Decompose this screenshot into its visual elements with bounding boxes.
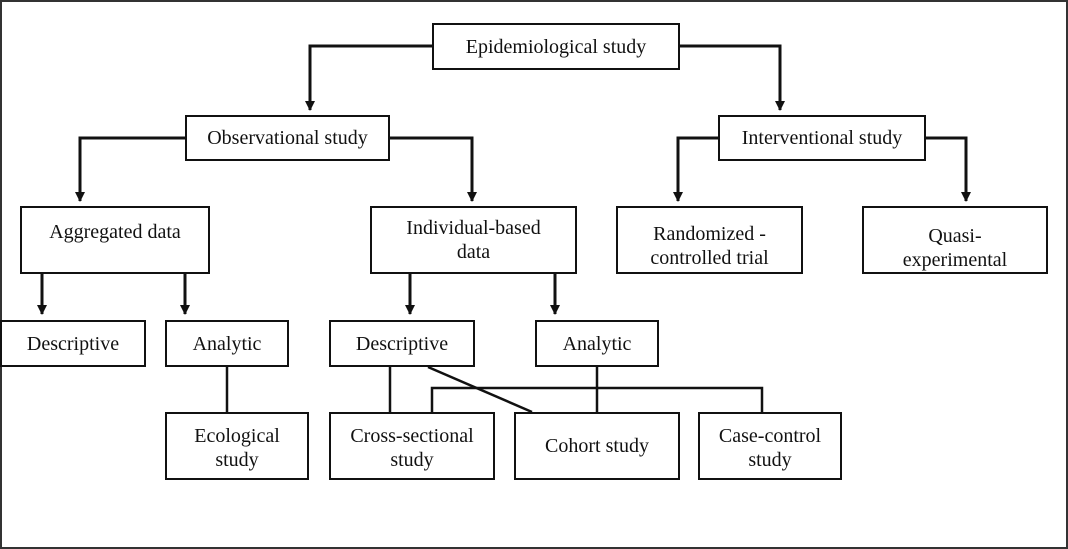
arrow-interventional-quasi (926, 136, 971, 202)
node-case-control-study: Case-control study (698, 412, 842, 480)
node-cohort-study: Cohort study (514, 412, 680, 480)
arrow-observational-individual (390, 136, 477, 202)
node-individual-descriptive: Descriptive (329, 320, 475, 367)
line-cross-casecontrol-bus (430, 386, 764, 412)
node-rct-label: Randomized - controlled trial (650, 223, 769, 269)
node-randomized-controlled-trial: Randomized - controlled trial (616, 206, 803, 274)
node-epidemiological-study: Epidemiological study (432, 23, 680, 70)
line-descriptive-cohort (427, 365, 533, 414)
arrow-root-observational (305, 44, 432, 111)
node-individual-based-data: Individual-based data (370, 206, 577, 274)
arrow-root-interventional (680, 44, 785, 111)
node-cross-sectional-study: Cross-sectional study (329, 412, 495, 480)
node-aggregated-analytic: Analytic (165, 320, 289, 367)
arrow-interventional-rct (673, 136, 718, 202)
node-observational-study: Observational study (185, 115, 390, 161)
node-quasi-experimental: Quasi- experimental (862, 206, 1048, 274)
node-ecological-label: Ecological study (194, 425, 280, 471)
node-aggregated-data: Aggregated data (20, 206, 210, 274)
node-interventional-study: Interventional study (718, 115, 926, 161)
node-aggregated-data-label: Aggregated data (49, 221, 181, 243)
node-cross-sectional-label: Cross-sectional study (350, 425, 474, 471)
node-aggregated-descriptive: Descriptive (0, 320, 146, 367)
node-individual-analytic: Analytic (535, 320, 659, 367)
arrow-observational-aggregated (75, 136, 185, 202)
node-case-control-label: Case-control study (718, 425, 822, 471)
node-quasi-label: Quasi- experimental (902, 225, 1008, 271)
node-ecological-study: Ecological study (165, 412, 309, 480)
